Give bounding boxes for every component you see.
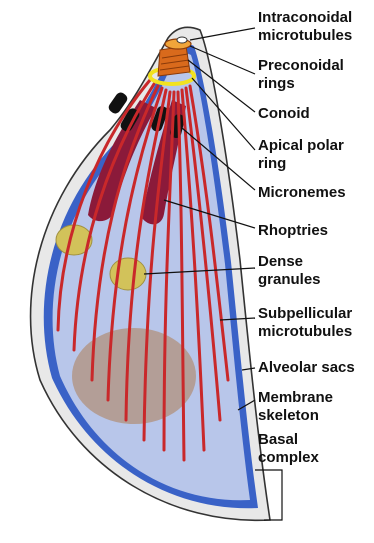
labels: Intraconoidal microtubules Preconoidal r… xyxy=(258,9,356,466)
label-dense-granules: Dense granules xyxy=(258,253,321,288)
label-preconoidal-rings: Preconoidal rings xyxy=(258,57,348,92)
label-apical-polar-ring: Apical polar ring xyxy=(258,137,348,172)
label-membrane-skeleton: Membrane skeleton xyxy=(258,389,337,424)
nucleus xyxy=(72,328,196,424)
label-basal-complex: Basal complex xyxy=(258,431,320,466)
intraconoidal-microtubules xyxy=(177,37,187,43)
label-rhoptries: Rhoptries xyxy=(258,222,328,239)
label-conoid: Conoid xyxy=(258,105,310,122)
label-alveolar-sacs: Alveolar sacs xyxy=(258,359,355,376)
label-subpellicular-microtubules: Subpellicular microtubules xyxy=(258,305,356,340)
label-micronemes: Micronemes xyxy=(258,184,346,201)
label-intraconoidal-microtubules: Intraconoidal microtubules xyxy=(258,9,356,44)
